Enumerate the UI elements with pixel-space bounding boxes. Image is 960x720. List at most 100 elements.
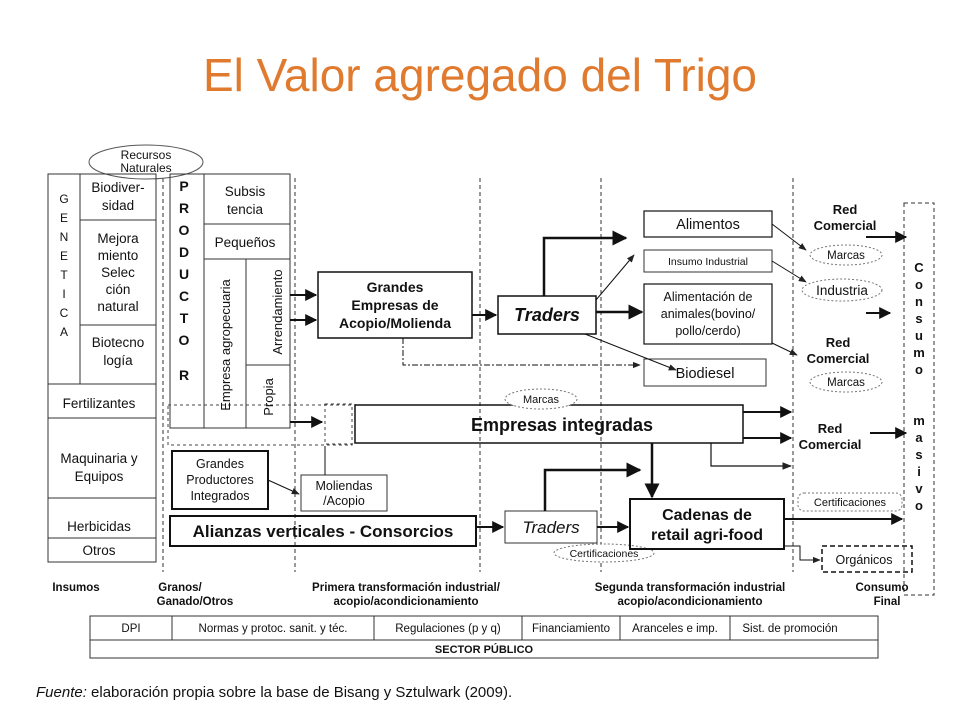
traders-bottom-label: Traders (522, 518, 580, 537)
fertilizantes-label: Fertilizantes (63, 396, 136, 411)
masivo-letter: a (915, 430, 923, 445)
alimentacion-animal-label: Alimentación de (664, 290, 753, 304)
productor-dashed-frame (167, 404, 353, 446)
alimentacion-animal-box (643, 283, 773, 345)
mejoramiento-label: natural (97, 299, 138, 314)
productor-letter: O (179, 332, 190, 348)
stage-primera: acopio/acondicionamiento (333, 596, 478, 608)
sector-cell-normas: Normas y protoc. sanit. y téc. (199, 623, 348, 635)
stage-segunda: acopio/acondicionamiento (617, 596, 762, 608)
genetica-letter: E (60, 249, 68, 263)
recursos-naturales-ellipse (88, 144, 204, 180)
red-comercial-1-label: Red (833, 202, 858, 217)
alianzas-box (169, 515, 477, 547)
moliendas-label: Moliendas (316, 479, 373, 493)
consumo-letter: s (915, 311, 922, 326)
marcas-mid-ellipse (504, 388, 578, 410)
genetica-letter: T (60, 268, 68, 282)
consumo-letter: n (915, 294, 923, 309)
certificaciones-low-label: Certificaciones (570, 548, 639, 560)
stage-consumo: Consumo (855, 582, 908, 594)
genetica-letter: A (60, 325, 68, 339)
consumo-letter: o (915, 277, 923, 292)
red-comercial-3-label: Red (818, 421, 843, 436)
productor-letter: R (179, 200, 189, 216)
subsistencia-label: Subsis (225, 184, 266, 199)
consumo-letter: m (913, 345, 925, 360)
genetica-letter: G (59, 192, 68, 206)
biodiversidad-label: sidad (102, 198, 134, 213)
grandes-productores-label: Productores (186, 473, 253, 487)
maquinaria-label: Equipos (75, 469, 124, 484)
recursos-label-1: Recursos (121, 148, 172, 162)
consumo-letter: C (914, 260, 924, 275)
marcas-1-label: Marcas (827, 250, 865, 262)
genetica-letter: I (62, 287, 65, 301)
productor-column (169, 173, 291, 429)
certificaciones-right-label: Certificaciones (814, 497, 887, 509)
empresas-integradas-dashed (324, 403, 356, 445)
marcas-2-ellipse (809, 371, 883, 393)
moliendas-label: /Acopio (323, 494, 365, 508)
propia-label: Propia (261, 377, 276, 415)
biodiversidad-label: Biodiver- (91, 180, 144, 195)
productor-letter: D (179, 244, 189, 260)
pequenos-label: Pequeños (215, 235, 276, 250)
masivo-letter: s (915, 447, 922, 462)
masivo-letter: i (917, 464, 921, 479)
biodiesel-box (643, 358, 767, 387)
alimentos-label: Alimentos (676, 217, 740, 233)
masivo-letter: o (915, 498, 923, 513)
cadenas-box (629, 498, 785, 550)
consumo-letter: o (915, 362, 923, 377)
sector-cell-financiamiento: Financiamiento (532, 623, 610, 635)
herbicidas-label: Herbicidas (67, 519, 131, 534)
page-title: El Valor agregado del Trigo (202, 49, 758, 101)
biotecnologia-label: Biotecno (92, 335, 145, 350)
consumo-masivo-box (903, 202, 935, 596)
sector-cell-promocion: Sist. de promoción (742, 623, 837, 635)
productor-letter: R (179, 367, 189, 383)
genetica-letter: E (60, 211, 68, 225)
sector-cell-dpi: DPI (121, 623, 140, 635)
recursos-label-2: Naturales (120, 161, 171, 175)
cadenas-label: retail agri-food (651, 527, 763, 544)
marcas-1-ellipse (809, 244, 883, 266)
grandes-empresas-label: Acopio/Molienda (339, 315, 451, 331)
marcas-mid-label: Marcas (523, 394, 560, 406)
organicos-label: Orgánicos (836, 553, 893, 567)
otros-label: Otros (82, 543, 115, 558)
stage-separators (162, 178, 794, 572)
maquinaria-label: Maquinaria y (60, 451, 138, 466)
source-prefix: Fuente: (36, 684, 87, 701)
certificaciones-right-box (797, 492, 903, 512)
stage-consumo: Final (874, 596, 901, 608)
masivo-letter: v (915, 481, 923, 496)
sector-cell-regulaciones: Regulaciones (p y q) (395, 623, 501, 635)
stage-primera: Primera transformación industrial/ (312, 582, 501, 594)
stage-granos: Granos/ (158, 582, 202, 594)
red-comercial-3-label: Comercial (799, 437, 862, 452)
traders-top-box (497, 295, 597, 335)
empresa-agropecuaria-label: Empresa agropecuaria (218, 278, 233, 410)
genetica-letter: C (60, 306, 69, 320)
moliendas-box (300, 474, 388, 512)
industria-label: Industria (816, 283, 868, 298)
grandes-empresas-label: Empresas de (351, 297, 438, 313)
stage-granos: Ganado/Otros (157, 596, 234, 608)
sector-publico-label: SECTOR PÚBLICO (435, 643, 534, 656)
productor-letter: U (179, 266, 189, 282)
productor-letter: T (180, 310, 189, 326)
grandes-empresas-box (317, 271, 473, 339)
marcas-2-label: Marcas (827, 377, 865, 389)
insumo-industrial-label: Insumo Industrial (668, 256, 748, 268)
alimentacion-animal-label: pollo/cerdo) (675, 324, 740, 338)
mejoramiento-label: miento (98, 248, 139, 263)
industria-ellipse (801, 278, 883, 302)
source-note: Fuente: elaboración propia sobre la base… (36, 684, 512, 701)
productor-letter: O (179, 222, 190, 238)
mejoramiento-label: Mejora (97, 231, 139, 246)
grandes-productores-label: Integrados (190, 489, 249, 503)
biotecnologia-label: logía (103, 353, 133, 368)
